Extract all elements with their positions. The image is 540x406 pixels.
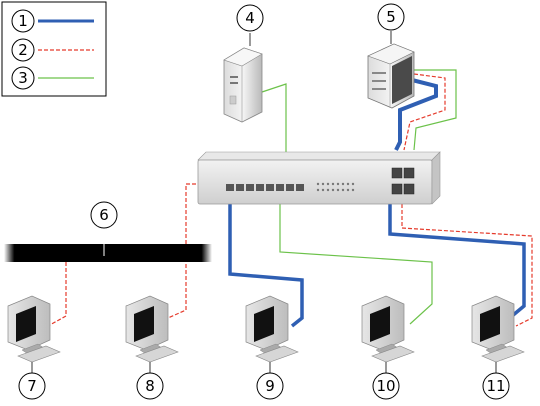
- monitor-screen: [16, 306, 36, 342]
- workstation-pc-7: [7, 295, 61, 374]
- link-switch-to-pc11-blue: [388, 204, 526, 318]
- backbone-cable: 6: [4, 201, 212, 262]
- monitor-screen: [370, 306, 390, 342]
- switch-ports: [226, 184, 304, 191]
- link-server-b-blue: [394, 78, 438, 151]
- callout-4: [236, 4, 264, 32]
- server-a-drive-1: [230, 76, 238, 78]
- callout-11: [482, 372, 510, 400]
- legend-number-1: 1: [18, 12, 28, 30]
- callout-8-label: 8: [145, 377, 155, 395]
- monitor-screen: [254, 306, 274, 342]
- legend-number-2: 2: [18, 41, 28, 59]
- uplink-port: [391, 183, 403, 195]
- switch-body: [197, 159, 433, 205]
- monitor-screen: [480, 306, 500, 342]
- network-switch: [197, 151, 441, 205]
- uplink-port: [403, 183, 415, 195]
- backbone-bar: [4, 244, 212, 262]
- workstation-pc-11: [471, 295, 525, 374]
- uplink-port: [403, 167, 415, 179]
- callout-5: [377, 3, 405, 31]
- switch-uplink-ports: [391, 167, 415, 195]
- legend-callout-1: [11, 9, 35, 33]
- keyboard: [255, 345, 299, 363]
- switch-port: [266, 184, 274, 191]
- link-switch-to-pc10-green: [279, 204, 433, 325]
- callout-9: [256, 372, 284, 400]
- server-b-rear: [392, 56, 412, 104]
- callout-5-label: 5: [386, 8, 396, 26]
- switch-port: [296, 184, 304, 191]
- callout-10: [372, 372, 400, 400]
- link-server-a-green: [261, 83, 287, 160]
- server-a: 4: [223, 4, 264, 123]
- switch-leds: [316, 182, 355, 192]
- workstation-pc-9: [245, 295, 299, 374]
- callout-4-label: 4: [245, 9, 255, 27]
- monitor-screen: [134, 306, 154, 342]
- link-switch-to-pc9-blue: [228, 204, 304, 328]
- switch-port: [286, 184, 294, 191]
- callout-7-label: 7: [27, 377, 37, 395]
- switch-side: [431, 151, 441, 205]
- callout-8: [136, 372, 164, 400]
- legend-callout-2: [11, 38, 35, 62]
- callout-11-label: 11: [486, 377, 505, 395]
- server-a-drive-2: [230, 82, 238, 84]
- link-server-b-green: [413, 69, 457, 151]
- legend: 1 2 3: [1, 1, 107, 97]
- switch-top: [197, 151, 441, 161]
- switch-port: [256, 184, 264, 191]
- keyboard: [371, 345, 415, 363]
- callout-9-label: 9: [265, 377, 275, 395]
- server-a-panel: [229, 95, 237, 105]
- server-b-slot-2: [372, 80, 386, 82]
- callout-6-label: 6: [99, 206, 109, 224]
- link-server-b-red: [403, 73, 446, 151]
- workstation-pc-10: [361, 295, 415, 374]
- server-b: 5: [367, 3, 415, 109]
- link-switch-to-pc11-red: [401, 204, 533, 327]
- switch-port: [226, 184, 234, 191]
- workstation-pc-8: [125, 295, 179, 374]
- legend-item-1: 1: [11, 9, 94, 33]
- keyboard: [17, 345, 61, 363]
- callout-10-label: 10: [376, 377, 395, 395]
- link-backbone-to-pc7-red: [47, 262, 67, 327]
- switch-port: [276, 184, 284, 191]
- server-a-top: [223, 47, 263, 67]
- keyboard: [481, 345, 525, 363]
- uplink-port: [391, 167, 403, 179]
- server-b-slot-1: [372, 72, 386, 74]
- connections: [47, 69, 533, 328]
- callout-6: [90, 201, 118, 229]
- legend-item-2: 2: [11, 38, 94, 62]
- keyboard: [135, 345, 179, 363]
- legend-number-3: 3: [18, 69, 28, 87]
- callout-7: [18, 372, 46, 400]
- switch-port: [246, 184, 254, 191]
- switch-port: [236, 184, 244, 191]
- legend-item-3: 3: [11, 66, 94, 90]
- server-b-slot-3: [372, 88, 386, 90]
- legend-callout-3: [11, 66, 35, 90]
- server-b-top: [367, 43, 415, 65]
